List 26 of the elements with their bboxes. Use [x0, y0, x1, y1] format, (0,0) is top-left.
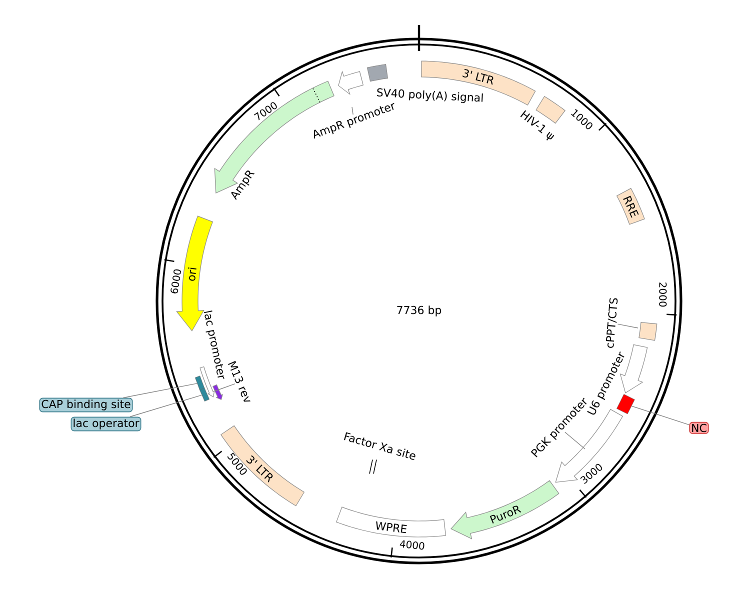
leader-line [122, 383, 198, 398]
feature-label: 3' LTR [246, 455, 273, 482]
feature-label: M13 rev [228, 360, 250, 402]
feature-label: Factor Xa site [344, 432, 416, 460]
feature-box [195, 376, 205, 390]
leader-line [564, 432, 586, 450]
feature-badge: CAP binding site [39, 398, 133, 412]
feature-badge: lac operator [70, 416, 142, 432]
feature-label: SV40 poly(A) signal [376, 88, 483, 104]
leader-line [617, 324, 638, 328]
feature-box [199, 387, 210, 402]
feature-label: cPPT/CTS [606, 298, 618, 348]
leader-line [631, 406, 690, 426]
tick-label: 4000 [400, 540, 424, 550]
leader-line [130, 394, 202, 418]
feature-label: ori [188, 268, 196, 281]
feature-badge: NC [689, 422, 709, 434]
leader-line [214, 383, 236, 392]
tick-label: 2000 [659, 282, 667, 307]
feature-label: 3' LTR [462, 69, 494, 85]
size-label: 7736 bp [397, 306, 442, 316]
feature-label: WPRE [376, 521, 407, 534]
feature-label: RRE [623, 196, 639, 218]
feature-label: PuroR [490, 506, 522, 524]
tick-label: 6000 [170, 269, 182, 294]
leader-line [352, 106, 354, 115]
